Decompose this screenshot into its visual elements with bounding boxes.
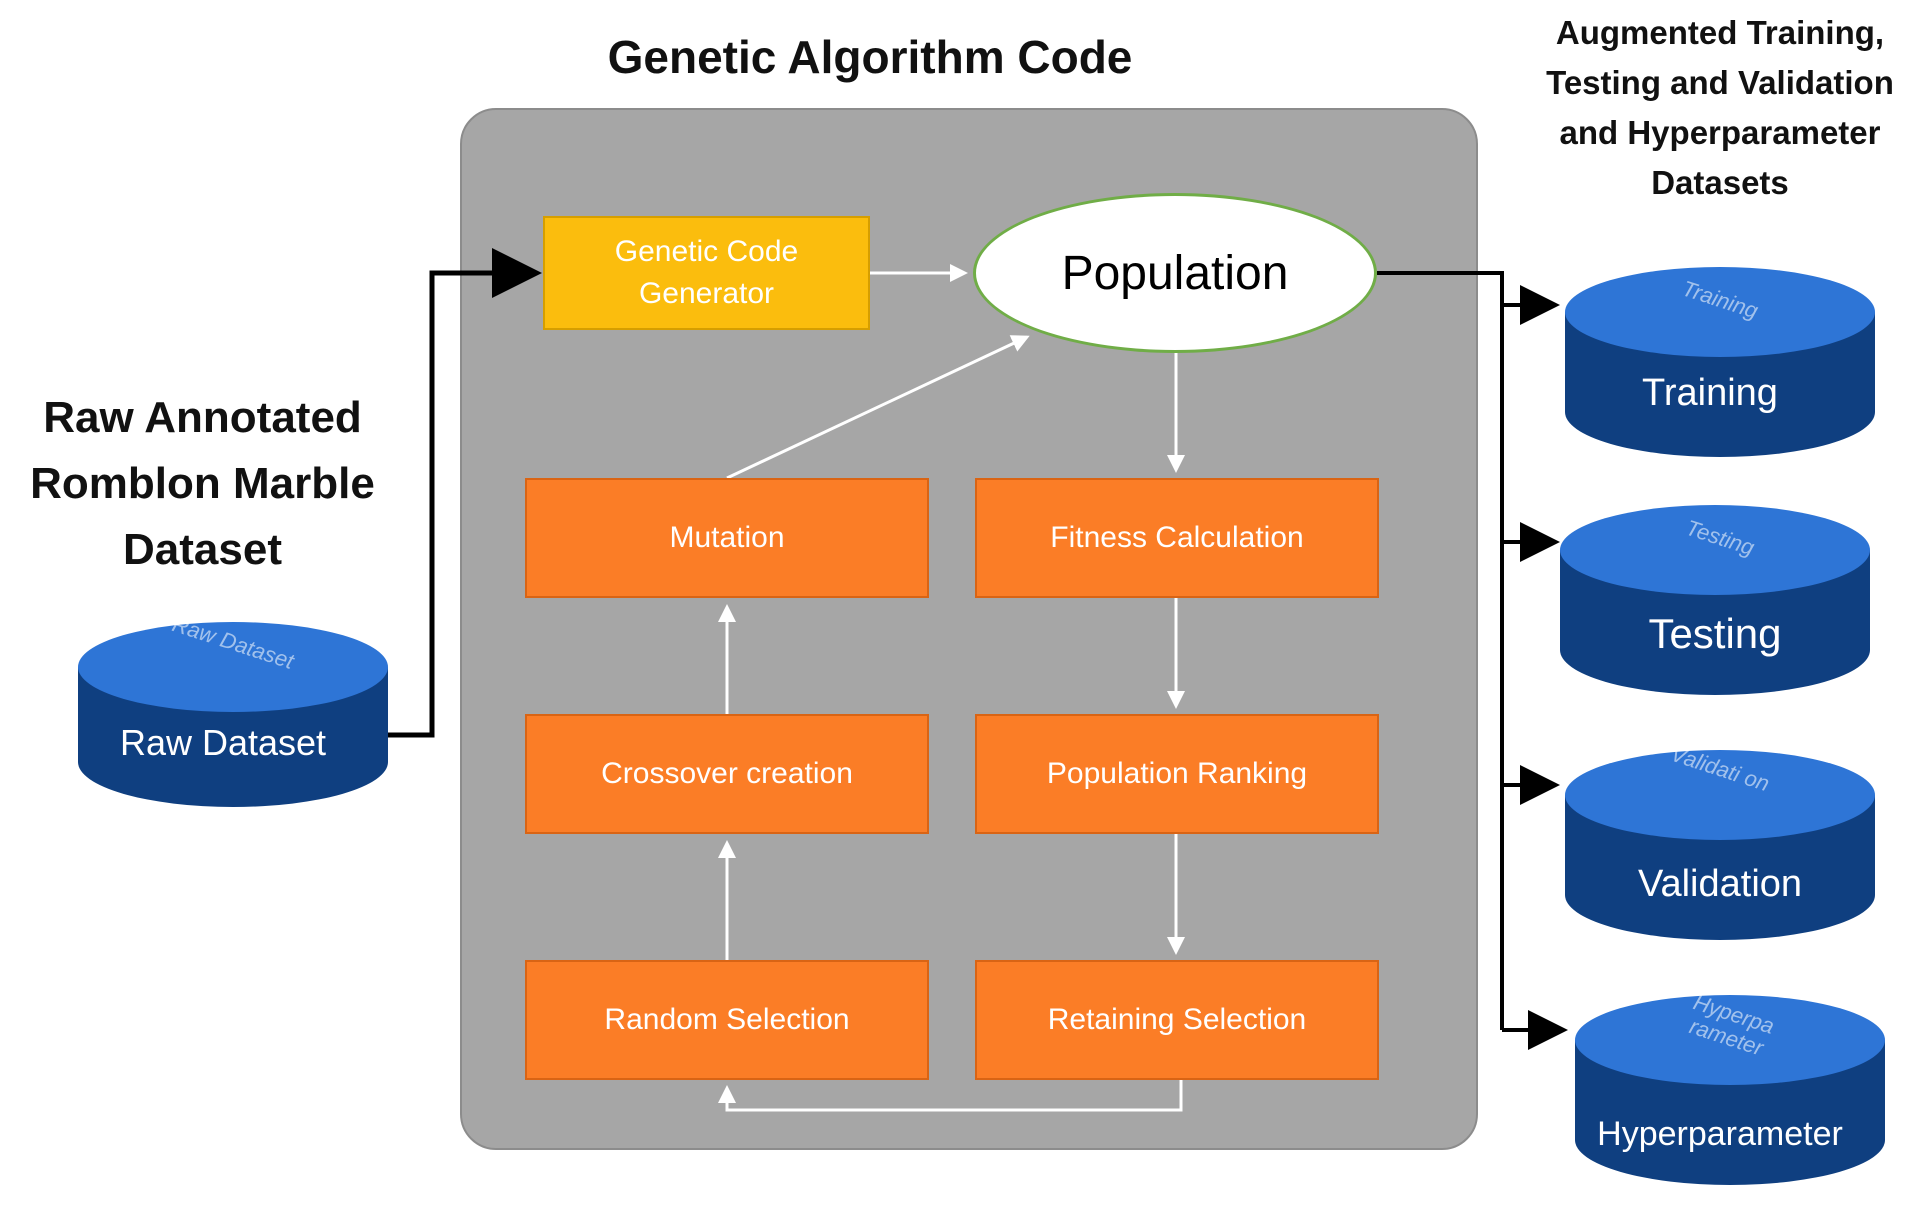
testing-cylinder: Testing Testing bbox=[1560, 500, 1870, 700]
main-title: Genetic Algorithm Code bbox=[607, 31, 1133, 83]
validation-cylinder: Validati on Validation bbox=[1565, 741, 1875, 945]
augmented-datasets-title: Augmented Training, Testing and Validati… bbox=[1546, 14, 1894, 201]
raw-dataset-title: Raw Annotated Romblon Marble Dataset bbox=[30, 393, 375, 574]
db-label: Raw Dataset bbox=[119, 722, 327, 763]
genetic-code-generator-box: Genetic Code Generator bbox=[543, 216, 870, 330]
db-label: Hyperparameter bbox=[1597, 1115, 1843, 1153]
cylinder-icon bbox=[78, 622, 388, 807]
db-label: Testing bbox=[1648, 610, 1782, 657]
population-ranking-box: Population Ranking bbox=[975, 714, 1379, 834]
arrow-retaining-to-random bbox=[718, 1078, 1183, 1112]
fitness-calculation-box: Fitness Calculation bbox=[975, 478, 1379, 598]
arrow-population-to-datasets bbox=[1377, 271, 1504, 1030]
cylinder-icon bbox=[1565, 750, 1875, 940]
raw-dataset-cylinder: Raw Dataset Raw Dataset bbox=[78, 611, 388, 812]
mutation-box: Mutation bbox=[525, 478, 929, 598]
crossover-creation-box: Crossover creation bbox=[525, 714, 929, 834]
cylinder-icon bbox=[1575, 995, 1885, 1185]
random-selection-box: Random Selection bbox=[525, 960, 929, 1080]
hyperparameter-cylinder: Hyperpa rameter Hyperparameter bbox=[1575, 989, 1885, 1190]
training-cylinder: Training Training bbox=[1565, 262, 1875, 462]
arrow-mutation-to-population bbox=[726, 335, 1030, 480]
db-label: Training bbox=[1642, 372, 1778, 414]
retaining-selection-box: Retaining Selection bbox=[975, 960, 1379, 1080]
cylinder-icon bbox=[1565, 267, 1875, 457]
cylinder-icon bbox=[1560, 505, 1870, 695]
population-ellipse: Population bbox=[973, 193, 1377, 353]
db-label: Validation bbox=[1637, 863, 1803, 905]
